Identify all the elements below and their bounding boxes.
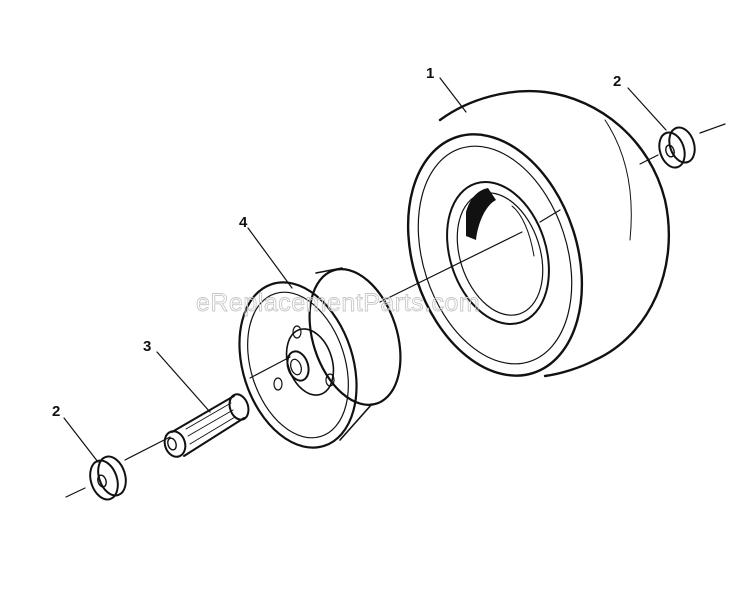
- callout-bearing: 3: [143, 338, 151, 355]
- rim: [238, 267, 402, 449]
- callout-spacer-bottom: 2: [52, 403, 60, 420]
- leader-lines: [63, 77, 667, 463]
- center-axis: [65, 123, 726, 498]
- roller-bearing: [163, 393, 250, 458]
- spacer-top: [658, 126, 696, 169]
- tire: [406, 89, 670, 378]
- spacer-bottom: [89, 455, 127, 501]
- callout-rim: 4: [239, 214, 248, 231]
- watermark: eReplacementParts.com: [196, 289, 480, 317]
- callout-spacer-top: 2: [613, 73, 621, 90]
- callout-tire: 1: [426, 65, 434, 82]
